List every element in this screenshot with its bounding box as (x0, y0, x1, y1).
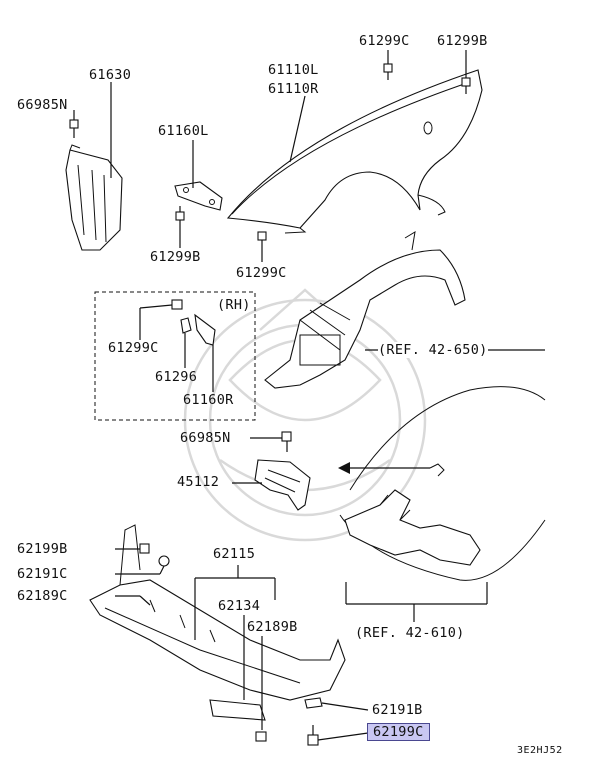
fender-liner (264, 231, 466, 389)
diagram-code: 3E2HJ52 (517, 745, 563, 756)
label-66985N-top: 66985N (17, 97, 68, 113)
label-61299C-fender: 61299C (236, 265, 287, 281)
label-45112: 45112 (177, 474, 220, 490)
label-ref-42-650: (REF. 42-650) (378, 342, 488, 358)
bolt-61299B-left (175, 206, 185, 248)
leader-61110 (289, 95, 306, 163)
fasteners-bottom (255, 697, 369, 746)
label-62191C: 62191C (17, 566, 68, 582)
label-62115: 62115 (213, 546, 256, 562)
leaders-62115 (194, 565, 276, 730)
label-61299B-left: 61299B (150, 249, 201, 265)
bracket-61160R (194, 313, 216, 392)
label-61299C-rh: 61299C (108, 340, 159, 356)
clip-61296 (180, 317, 192, 368)
label-62189B: 62189B (247, 619, 298, 635)
label-61160R: 61160R (183, 392, 234, 408)
label-rh: (RH) (217, 297, 251, 313)
label-61110R: 61110R (268, 81, 319, 97)
label-61110L: 61110L (268, 62, 319, 78)
label-61296: 61296 (155, 369, 198, 385)
label-62199B: 62199B (17, 541, 68, 557)
label-62134: 62134 (218, 598, 261, 614)
label-62191B: 62191B (372, 702, 423, 718)
splash-shield-61630 (65, 144, 123, 251)
bracket-45112 (254, 459, 311, 511)
bumper-62115 (89, 524, 346, 701)
label-62189C: 62189C (17, 588, 68, 604)
bolt-61299C-rh (139, 299, 183, 340)
fender-61110 (226, 69, 483, 234)
bolt-61299C-fender (257, 231, 267, 262)
label-61299B-top: 61299B (437, 33, 488, 49)
rh-group-box (94, 291, 256, 421)
lip-62134 (209, 699, 266, 721)
label-61299C-top: 61299C (359, 33, 410, 49)
label-66985N-mid: 66985N (180, 430, 231, 446)
fasteners-left-bumper (115, 543, 170, 606)
vehicle-body-outline (339, 386, 546, 581)
label-ref-42-610: (REF. 42-610) (355, 625, 465, 641)
bolt-66985N-top (69, 110, 79, 138)
bracket-61160L (174, 181, 223, 211)
ref-42-610-bracket (345, 582, 488, 622)
label-61630: 61630 (89, 67, 132, 83)
label-61160L: 61160L (158, 123, 209, 139)
bolt-61299B-top (461, 50, 471, 94)
label-62199C-highlighted[interactable]: 62199C (367, 723, 430, 741)
arrow-to-45112 (338, 462, 445, 477)
bolt-61299C-top (383, 50, 393, 80)
bolt-66985N-mid (250, 431, 292, 452)
